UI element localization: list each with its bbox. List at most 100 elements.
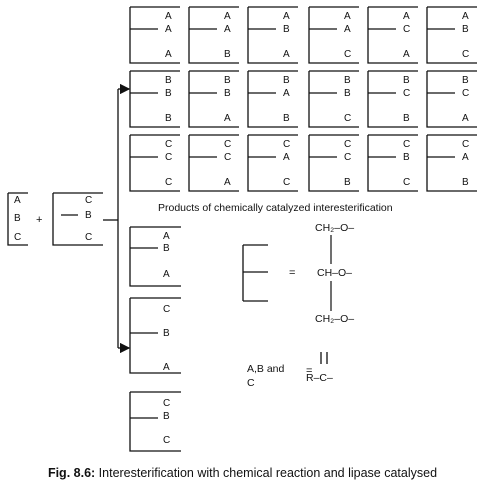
fatty-acid-label: C (403, 139, 410, 150)
fatty-acid-label: A (403, 11, 410, 22)
fatty-acid-label: B (283, 113, 290, 124)
fatty-acid-label: A (224, 11, 231, 22)
fatty-acid-label: A (462, 11, 469, 22)
product-triglyceride: BB A (188, 70, 239, 128)
fatty-acid-label: A (224, 113, 231, 124)
product-triglyceride: AAB (188, 6, 239, 64)
fatty-acid-label: A (165, 11, 172, 22)
product-triglyceride: CA B (426, 134, 477, 192)
fatty-acid-label: B (165, 88, 172, 99)
fatty-acid-label: A (462, 113, 469, 124)
fatty-acid-label: B (224, 75, 231, 86)
fatty-acid-label: B (403, 75, 410, 86)
fatty-acid-label: C (165, 139, 172, 150)
fatty-acid-label: C (165, 152, 172, 163)
acyl-legend: A,B and C = R–C– (247, 352, 333, 389)
glycerol-bottom-group: CH₂–O– (315, 313, 354, 325)
lipase-1-bracket (129, 227, 181, 287)
triglyceride-bracket (129, 135, 180, 192)
fatty-acid-label: B (165, 113, 172, 124)
product-triglyceride: CCC (129, 134, 180, 192)
fatty-acid-label: B (462, 24, 469, 35)
acyl-group: R–C– (306, 372, 333, 384)
fatty-acid-label: B (403, 152, 410, 163)
reaction-arrows (103, 83, 131, 354)
fatty-acid-label: A (224, 177, 231, 188)
fatty-acid-label: B (462, 177, 469, 188)
triglyceride-bracket (247, 135, 298, 192)
fatty-acid-label: C (283, 139, 290, 150)
product-triglyceride: ABA (247, 6, 298, 64)
fatty-acid-label: A (462, 152, 469, 163)
triglyceride-bracket (308, 71, 359, 128)
fatty-acid-label: B (165, 75, 172, 86)
fatty-acid-label: C (462, 49, 469, 60)
lipase-3-acid-1: C (163, 398, 170, 409)
triglyceride-bracket (129, 71, 180, 128)
triglyceride-bracket (426, 71, 477, 128)
fatty-acid-label: C (224, 139, 231, 150)
glycerol-middle-group: CH–O– (317, 267, 352, 279)
fatty-acid-label: A (344, 24, 351, 35)
fatty-acid-label: B (224, 88, 231, 99)
fatty-acid-label: A (165, 24, 172, 35)
reactant-right-acid-2: B (85, 210, 92, 221)
figure-caption-text: Interesterification with chemical reacti… (98, 466, 438, 480)
fatty-acid-label: C (224, 152, 231, 163)
fatty-acid-label: A (283, 152, 290, 163)
fatty-acid-label: C (344, 152, 351, 163)
reactant-bracket-right (52, 193, 103, 246)
lipase-2-bracket (129, 298, 181, 374)
triglyceride-bracket (426, 7, 477, 64)
fatty-acid-label: C (344, 139, 351, 150)
fatty-acid-label: A (403, 49, 410, 60)
lipase-2-acid-2: B (163, 328, 170, 339)
fatty-acid-label: A (283, 49, 290, 60)
fatty-acid-label: C (344, 113, 351, 124)
triglyceride-bracket (247, 71, 298, 128)
acyl-label-line-1: A,B and (247, 363, 285, 375)
fatty-acid-label: B (344, 177, 351, 188)
acyl-equals: = (306, 365, 312, 377)
triglyceride-bracket (367, 135, 418, 192)
reactant-left-acid-2: B (14, 213, 21, 224)
fatty-acid-label: A (165, 49, 172, 60)
glycerol-top-group: CH₂–O– (315, 222, 354, 234)
lipase-products: A B A C B A C B C (129, 226, 181, 452)
reactant-bracket-left (7, 193, 28, 246)
product-triglyceride: BAB (247, 70, 298, 128)
product-triglyceride: CC B (308, 134, 359, 192)
fatty-acid-label: C (462, 139, 469, 150)
triglyceride-bracket (308, 7, 359, 64)
triglyceride-bracket (188, 7, 239, 64)
fatty-acid-label: C (462, 88, 469, 99)
product-triglyceride: CBC (367, 134, 418, 192)
triglyceride-bracket (188, 135, 239, 192)
triglyceride-bracket (247, 7, 298, 64)
glycerol-legend: = CH₂–O– CH–O– CH₂–O– (242, 222, 354, 325)
fatty-acid-label: C (403, 88, 410, 99)
fatty-acid-label: B (224, 49, 231, 60)
triglyceride-bracket (188, 71, 239, 128)
lipase-1-acid-1: A (163, 231, 170, 242)
lipase-3-acid-2: B (163, 411, 170, 422)
reactant-triglyceride-abc: A B C (7, 192, 28, 246)
lipase-2-acid-3: A (163, 362, 170, 373)
product-triglyceride: BCA (426, 70, 477, 128)
fatty-acid-label: B (403, 113, 410, 124)
lipase-product-3: C B C (129, 391, 181, 452)
fatty-acid-label: A (344, 11, 351, 22)
products-label: Products of chemically catalyzed interes… (158, 202, 393, 214)
triglyceride-bracket (426, 135, 477, 192)
lipase-1-acid-3: A (163, 269, 170, 280)
glycerol-equals: = (289, 267, 295, 279)
fatty-acid-label: B (344, 88, 351, 99)
lipase-3-acid-3: C (163, 435, 170, 446)
fatty-acid-label: C (403, 24, 410, 35)
fatty-acid-label: B (344, 75, 351, 86)
reactant-left-acid-3: C (14, 232, 21, 243)
fatty-acid-label: B (283, 24, 290, 35)
fatty-acid-label: C (403, 177, 410, 188)
fatty-acid-label: C (344, 49, 351, 60)
